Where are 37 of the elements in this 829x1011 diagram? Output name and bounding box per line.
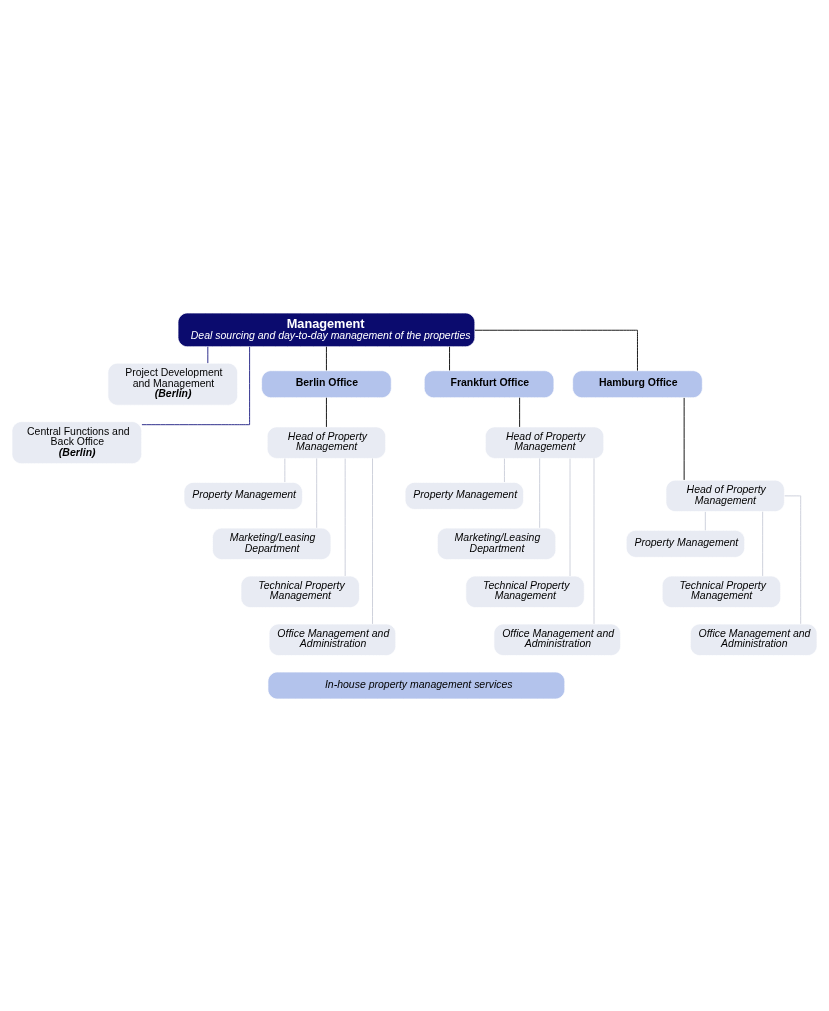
- connector: [316, 457, 318, 528]
- connector: [504, 457, 505, 483]
- node-box: Berlin Office: [261, 369, 392, 398]
- connector: [704, 510, 706, 531]
- node-box: Property Management: [183, 481, 303, 510]
- node-box: Office Management and Administration: [689, 623, 818, 656]
- node-box: Office Management and Administration: [268, 623, 397, 656]
- node-box: Marketing/Leasing Department: [212, 527, 332, 560]
- node-box: Hamburg Office: [572, 369, 703, 398]
- node-box: In-house property management services: [267, 671, 566, 699]
- node-box: Head of Property Management: [266, 426, 386, 459]
- connector: [784, 494, 802, 624]
- node-box: Property Management: [625, 529, 746, 558]
- connector: [207, 345, 209, 364]
- connector: [326, 345, 327, 371]
- node-box: Management Deal sourcing and day-to-day management of the properties: [177, 312, 476, 347]
- connector: [141, 345, 251, 425]
- node-box: Head of Property Management: [665, 479, 785, 512]
- connector: [326, 396, 327, 427]
- node-box: Central Functions and Back Office (Berlin): [11, 420, 143, 464]
- node-box: Project Development and Management (Berlin): [107, 362, 238, 406]
- node-box: Frankfurt Office: [423, 369, 555, 398]
- node-box: Office Management and Administration: [493, 623, 621, 656]
- connector: [762, 510, 764, 576]
- connector: [284, 457, 286, 483]
- node-box: Technical Property Management: [240, 575, 360, 608]
- connector: [474, 329, 638, 371]
- connector: [449, 345, 450, 371]
- node-box: Head of Property Management: [484, 426, 605, 459]
- node-box: Property Management: [404, 481, 524, 510]
- connector: [519, 396, 521, 427]
- node-box: Technical Property Management: [465, 575, 585, 608]
- node-box: Marketing/Leasing Department: [437, 527, 557, 560]
- connector: [372, 457, 373, 624]
- node-box: Technical Property Management: [661, 575, 781, 608]
- connector: [539, 457, 541, 528]
- connector: [344, 457, 346, 576]
